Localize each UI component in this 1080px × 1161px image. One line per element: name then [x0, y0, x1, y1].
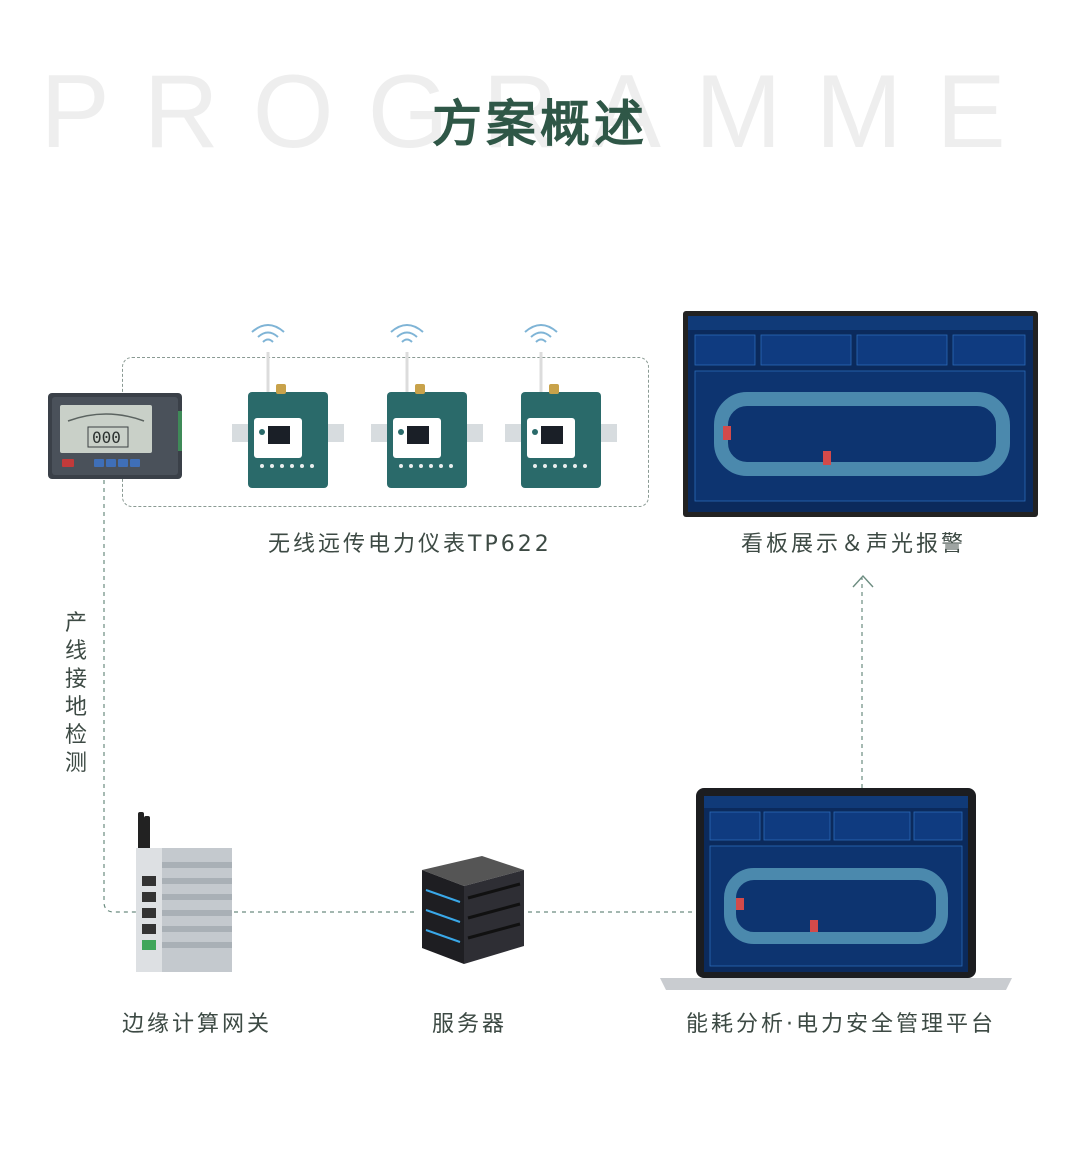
edge-gateway-device: [136, 812, 232, 972]
label-platform: 能耗分析·电力安全管理平台: [686, 1012, 996, 1037]
page-title: 方案概述: [432, 95, 648, 153]
svg-text:000: 000: [92, 428, 121, 447]
wifi-icon: [524, 324, 558, 343]
label-wireless-meter: 无线远传电力仪表TP622: [268, 532, 552, 557]
label-gateway: 边缘计算网关: [122, 1012, 273, 1037]
server-device: [422, 856, 524, 964]
arrow-up-icon: [852, 574, 874, 588]
label-dashboard: 看板展示＆声光报警: [741, 532, 967, 557]
wifi-icon: [251, 324, 285, 343]
power-module-2: [371, 352, 483, 488]
label-line-ground: 产线接地检测: [64, 611, 87, 776]
laptop-platform: [660, 788, 1012, 990]
power-module-1: [232, 352, 344, 488]
panel-meter-device: 000: [48, 393, 182, 479]
background-watermark: PROGRAMME: [40, 54, 1040, 170]
power-module-3: [505, 352, 617, 488]
dashboard-screen: [683, 311, 1038, 517]
label-server: 服务器: [432, 1012, 508, 1037]
wifi-icon: [390, 324, 424, 343]
